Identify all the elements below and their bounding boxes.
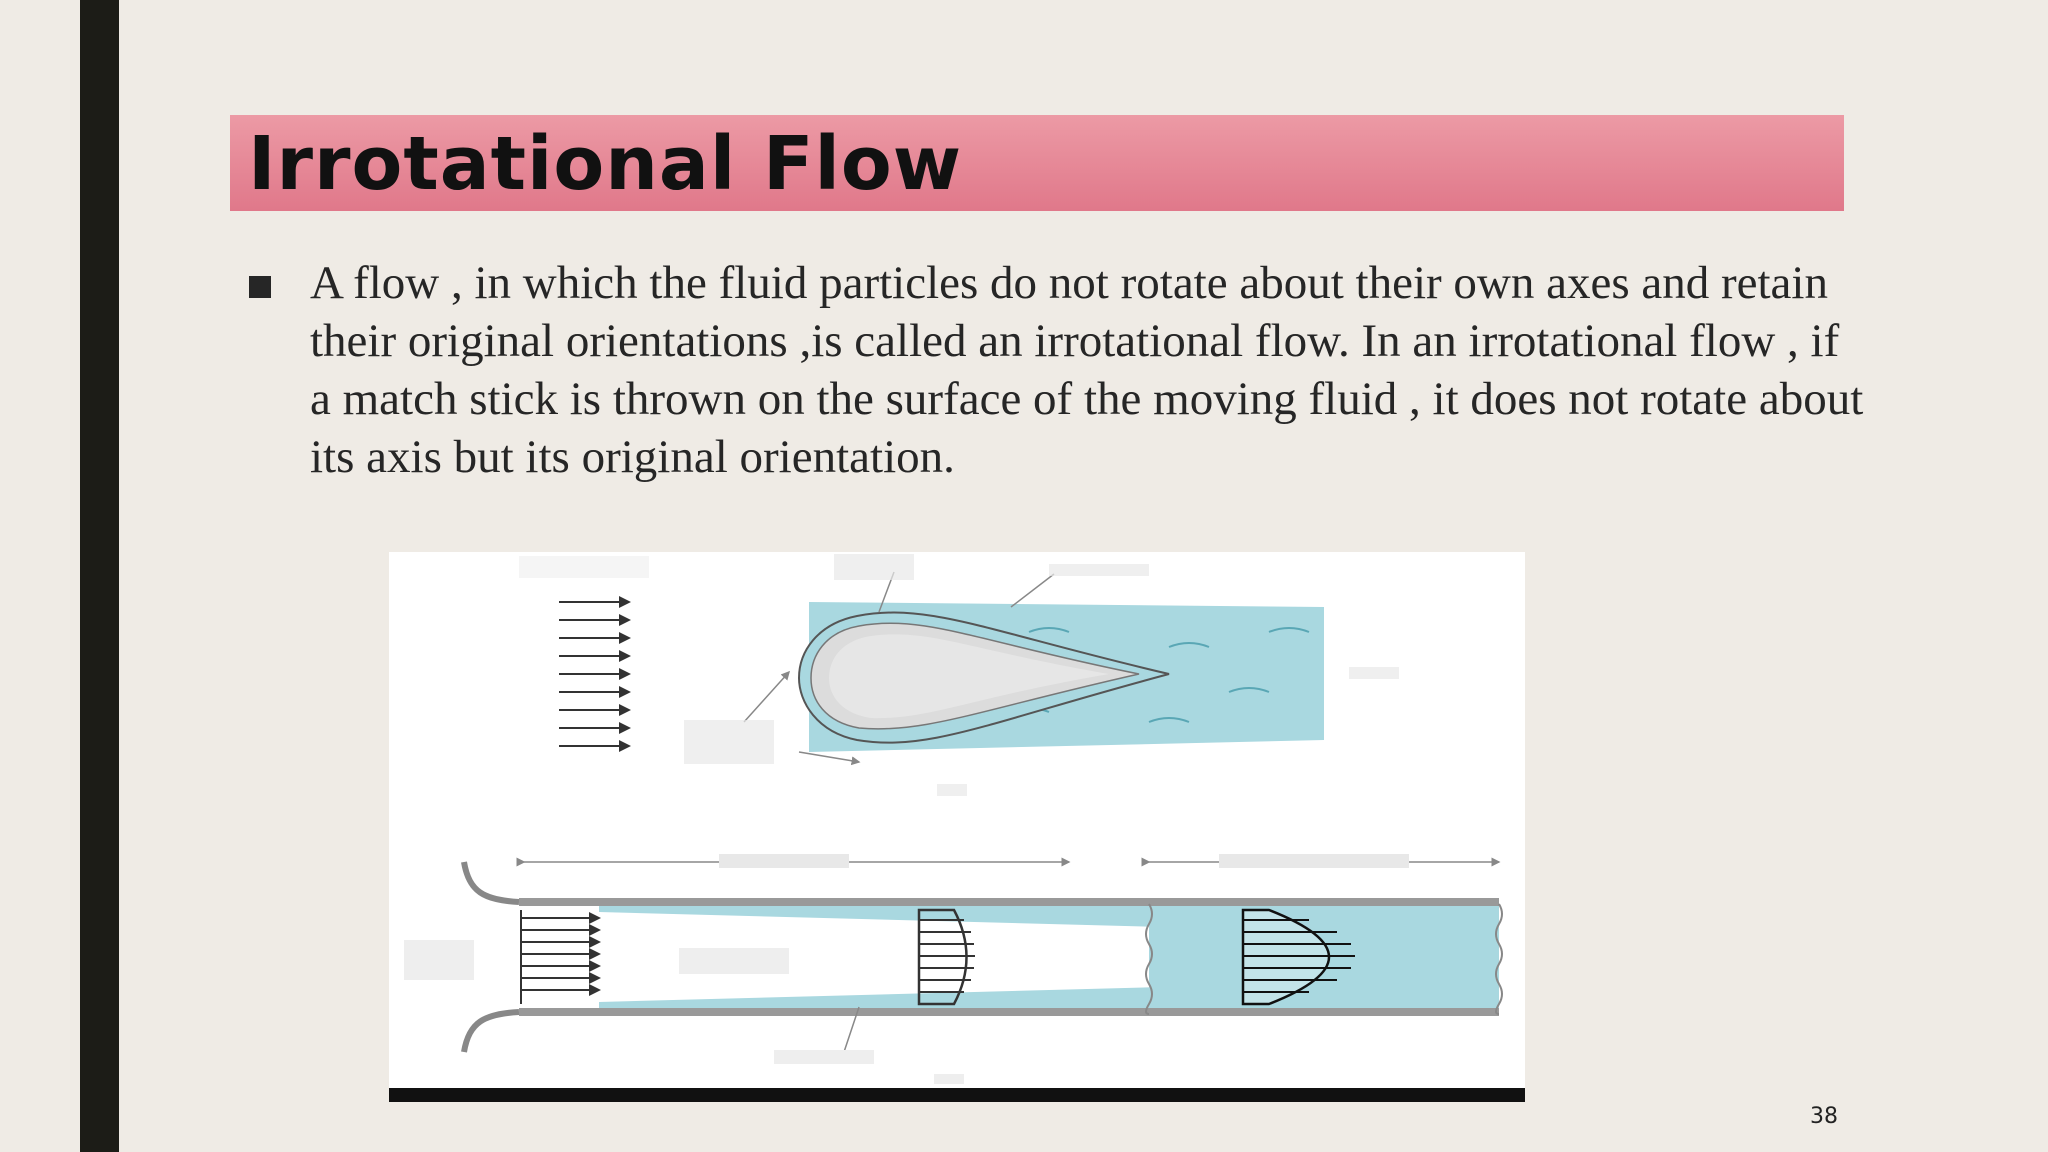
approach-velocity-arrows — [559, 596, 631, 752]
page-number: 38 — [1810, 1104, 1838, 1129]
flow-diagram — [389, 552, 1525, 1102]
figure-bottom-rule — [389, 1088, 1525, 1102]
bullet-square-icon — [249, 276, 271, 298]
entrance-region-pipe — [404, 854, 1203, 1064]
bullet-text: A flow , in which the fluid particles do… — [310, 257, 1864, 483]
fully-developed-pipe — [1141, 854, 1503, 1016]
slide-title: Irrotational Flow — [248, 121, 963, 207]
title-band — [230, 115, 1844, 211]
left-accent-bar — [80, 0, 119, 1152]
